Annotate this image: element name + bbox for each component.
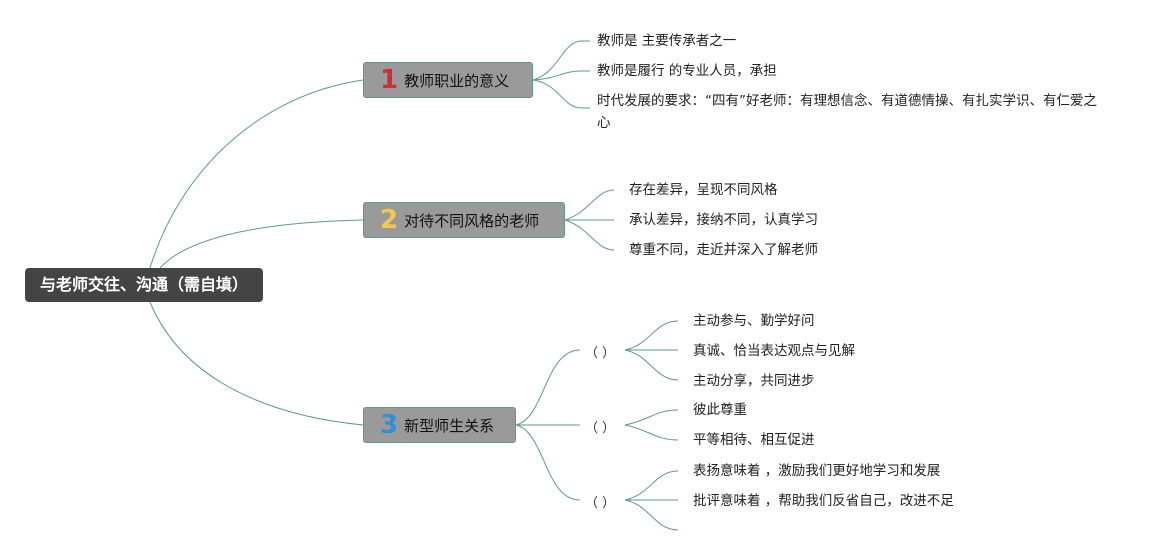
- group-label[interactable]: （ ）: [585, 496, 616, 511]
- link-g3-leaf3: [624, 499, 679, 531]
- link-t1-leaf3: [532, 79, 583, 109]
- topic-label: 新型师生关系: [404, 416, 495, 435]
- leaf-node[interactable]: 批评意味着 ，帮助我们反省自己，改进不足: [693, 493, 954, 509]
- root-label: 与老师交往、沟通（需自填）: [39, 275, 248, 294]
- topic-node-1[interactable]: 1 教师职业的意义: [363, 62, 533, 98]
- number-three-icon: 3: [380, 410, 399, 440]
- leaf-node[interactable]: 承认差异，接纳不同，认真学习: [629, 212, 818, 228]
- link-g3-leaf1: [624, 470, 679, 501]
- link-root-topic1: [149, 79, 364, 269]
- link-t1-leaf2: [532, 70, 583, 81]
- link-t2-leaf1: [564, 189, 615, 221]
- leaf-node[interactable]: 主动分享，共同进步: [693, 373, 815, 389]
- number-one-icon: 1: [380, 65, 399, 95]
- leaf-node[interactable]: 平等相待、相互促进: [693, 432, 815, 448]
- leaf-node[interactable]: 表扬意味着 ，激励我们更好地学习和发展: [693, 463, 941, 479]
- leaf-node[interactable]: 主动参与、勤学好问: [693, 313, 815, 329]
- leaf-node[interactable]: 教师是 主要传承者之一: [597, 33, 737, 49]
- link-t3-g3: [515, 424, 581, 501]
- topic-node-3[interactable]: 3 新型师生关系: [363, 407, 516, 443]
- leaf-node[interactable]: 尊重不同，走近并深入了解老师: [629, 242, 818, 258]
- number-two-icon: 2: [380, 205, 399, 235]
- root-node[interactable]: 与老师交往、沟通（需自填）: [25, 268, 263, 302]
- leaf-node[interactable]: 真诚、恰当表达观点与见解: [693, 343, 855, 359]
- topic-label: 对待不同风格的老师: [404, 211, 540, 230]
- link-t3-g1: [515, 349, 581, 426]
- group-label[interactable]: （ ）: [585, 421, 616, 436]
- link-g2-leaf1: [624, 409, 679, 426]
- leaf-node[interactable]: 时代发展的要求：“四有”好老师：有理想信念、有道德情操、有扎实学识、有仁爱之心: [597, 93, 1097, 131]
- link-root-topic2: [159, 219, 364, 269]
- leaf-node[interactable]: 彼此尊重: [693, 402, 747, 418]
- link-g1-leaf1: [624, 320, 679, 351]
- link-g1-leaf3: [624, 349, 679, 381]
- group-label[interactable]: （ ）: [585, 346, 616, 361]
- leaf-node[interactable]: 存在差异，呈现不同风格: [629, 182, 778, 198]
- topic-label: 教师职业的意义: [404, 71, 510, 90]
- link-t2-leaf3: [564, 219, 615, 251]
- leaf-node[interactable]: 教师是履行 的专业人员，承担: [597, 63, 777, 79]
- link-g2-leaf2: [624, 424, 679, 441]
- topic-node-2[interactable]: 2 对待不同风格的老师: [363, 202, 565, 238]
- link-root-topic3: [149, 301, 364, 426]
- link-t1-leaf1: [532, 40, 583, 81]
